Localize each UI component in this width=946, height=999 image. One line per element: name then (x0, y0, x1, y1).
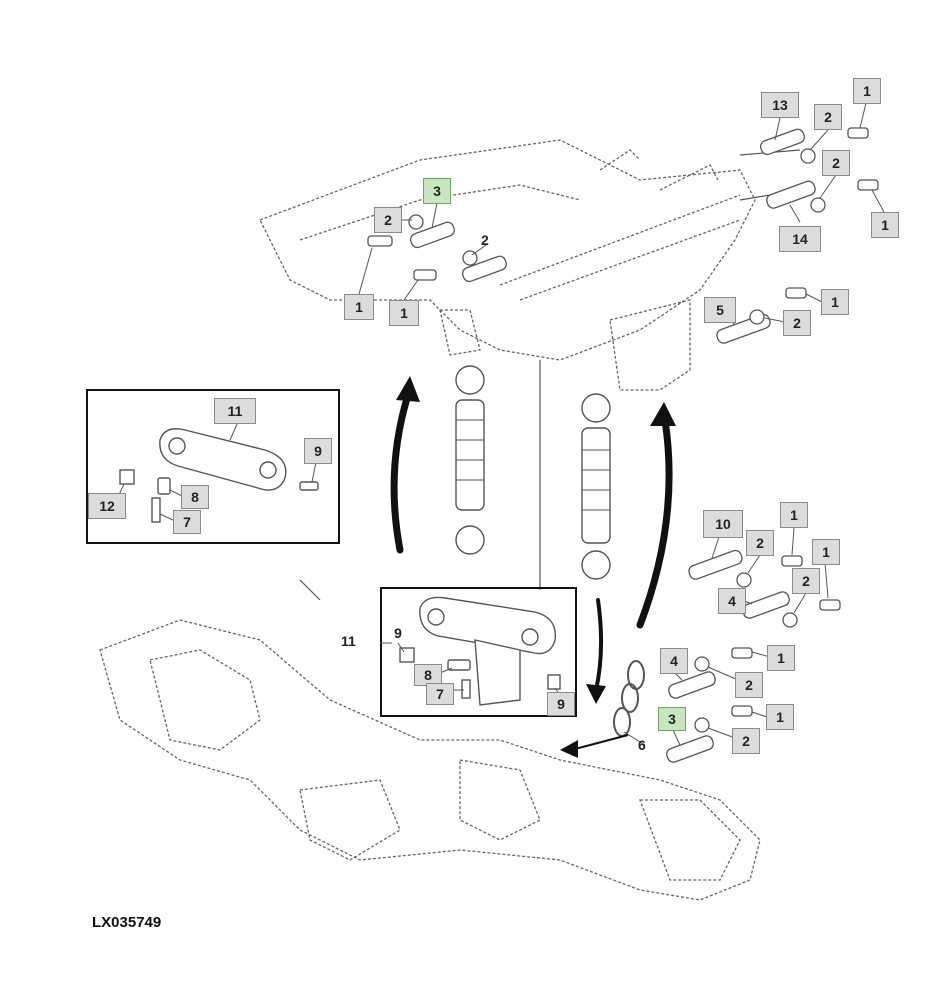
label-11-centre: 11 (341, 633, 356, 649)
link-bar-11-installed (419, 596, 557, 655)
label-6: 6 (638, 737, 646, 753)
chain-link-3 (613, 707, 631, 737)
callout-9-inset: 9 (304, 438, 332, 464)
callout-2-top-right-b: 2 (822, 150, 850, 176)
callout-4-lower: 4 (660, 648, 688, 674)
callout-1-lower-b: 1 (812, 539, 840, 565)
callout-4-upper: 4 (718, 588, 746, 614)
callout-2-lower-d: 2 (732, 728, 760, 754)
callout-2-top-right-a: 2 (814, 104, 842, 130)
cylinder-eye-top-right (581, 393, 611, 423)
bolt-1d (413, 269, 437, 281)
callout-3-upper: 3 (423, 178, 451, 204)
arrowhead-down-right (586, 684, 606, 704)
pin-3-lower (666, 735, 714, 763)
chain-link-2 (621, 683, 639, 713)
pin-13 (759, 128, 805, 156)
pin-14 (766, 180, 816, 209)
arrow-up-left (390, 391, 412, 554)
callout-3-lower: 3 (658, 707, 686, 731)
callout-14: 14 (779, 226, 821, 252)
nipple-12 (119, 469, 135, 485)
cylinder-body-left (455, 399, 485, 511)
arrow-down-right (594, 598, 604, 692)
pin-upper-mid (461, 255, 507, 283)
callout-2-upper-mid: 2 (481, 232, 489, 248)
link-eye-left (168, 437, 186, 455)
arrowhead-up-left (396, 376, 420, 402)
callout-1-upper-mid: 1 (389, 300, 419, 326)
callout-9-centre-left: 9 (394, 625, 402, 641)
bracket-outline (609, 299, 691, 391)
callout-7-inset: 7 (173, 510, 201, 534)
callout-12: 12 (88, 493, 126, 519)
arrowhead-up-right (650, 402, 676, 426)
axle-outline (99, 619, 761, 901)
callout-1-mid-right: 1 (821, 289, 849, 315)
callout-7-centre: 7 (426, 683, 454, 705)
callout-2-upper-left: 2 (374, 207, 402, 233)
bushing-8 (157, 477, 171, 495)
bolt-1h (731, 647, 753, 659)
callout-5: 5 (704, 297, 736, 323)
pin-4-upper (742, 591, 790, 619)
screw-7 (151, 497, 161, 523)
washer-2b (810, 197, 826, 213)
callout-2-lower-b: 2 (792, 568, 820, 594)
callout-1-lower-c: 1 (767, 645, 795, 671)
washer-2c (408, 214, 424, 230)
pin-4-lower (668, 671, 716, 699)
bolt-1g (819, 599, 841, 611)
callout-1-lower-a: 1 (780, 502, 808, 528)
link-bar-11 (159, 428, 287, 491)
axle-bracket-inset (474, 639, 521, 706)
washer-2e (749, 309, 765, 325)
cylinder-eye-bottom-left (455, 525, 485, 555)
arrow-up-right (636, 416, 673, 629)
cylinder-eye-top-left (455, 365, 485, 395)
callout-11-inset: 11 (214, 398, 256, 424)
pin-3-upper (409, 221, 455, 249)
bolt-1b (857, 179, 879, 191)
callout-8-inset: 8 (181, 485, 209, 509)
callout-13: 13 (761, 92, 799, 118)
washer-2a (800, 148, 816, 164)
washer-2h (694, 656, 710, 672)
bolt-1a (847, 127, 869, 139)
cylinder-body-right (581, 427, 611, 544)
washer-2f (736, 572, 752, 588)
drawing-id: LX035749 (92, 914, 162, 931)
callout-1-top-right: 1 (853, 78, 881, 104)
cylinder-eye-bottom-right (581, 550, 611, 580)
pin-10 (688, 549, 743, 580)
frame-outline (259, 139, 756, 361)
callout-2-mid-right: 2 (783, 310, 811, 336)
arrowhead-left (560, 740, 578, 758)
screw-9 (299, 481, 319, 491)
callout-1-upper-left: 1 (344, 294, 374, 320)
washer-2i (694, 717, 710, 733)
link-eye-right (259, 461, 277, 479)
callout-2-lower-a: 2 (746, 530, 774, 556)
bolt-1i (731, 705, 753, 717)
bolt-1e (785, 287, 807, 299)
callout-1-right: 1 (871, 212, 899, 238)
callout-10: 10 (703, 510, 743, 538)
callout-9-centre-right: 9 (547, 692, 575, 716)
bolt-1c (367, 235, 393, 247)
inset-centre-frame (380, 587, 577, 717)
callout-2-lower-c: 2 (735, 672, 763, 698)
bolt-1f (781, 555, 803, 567)
washer-2g (782, 612, 798, 628)
callout-1-lower-d: 1 (766, 704, 794, 730)
